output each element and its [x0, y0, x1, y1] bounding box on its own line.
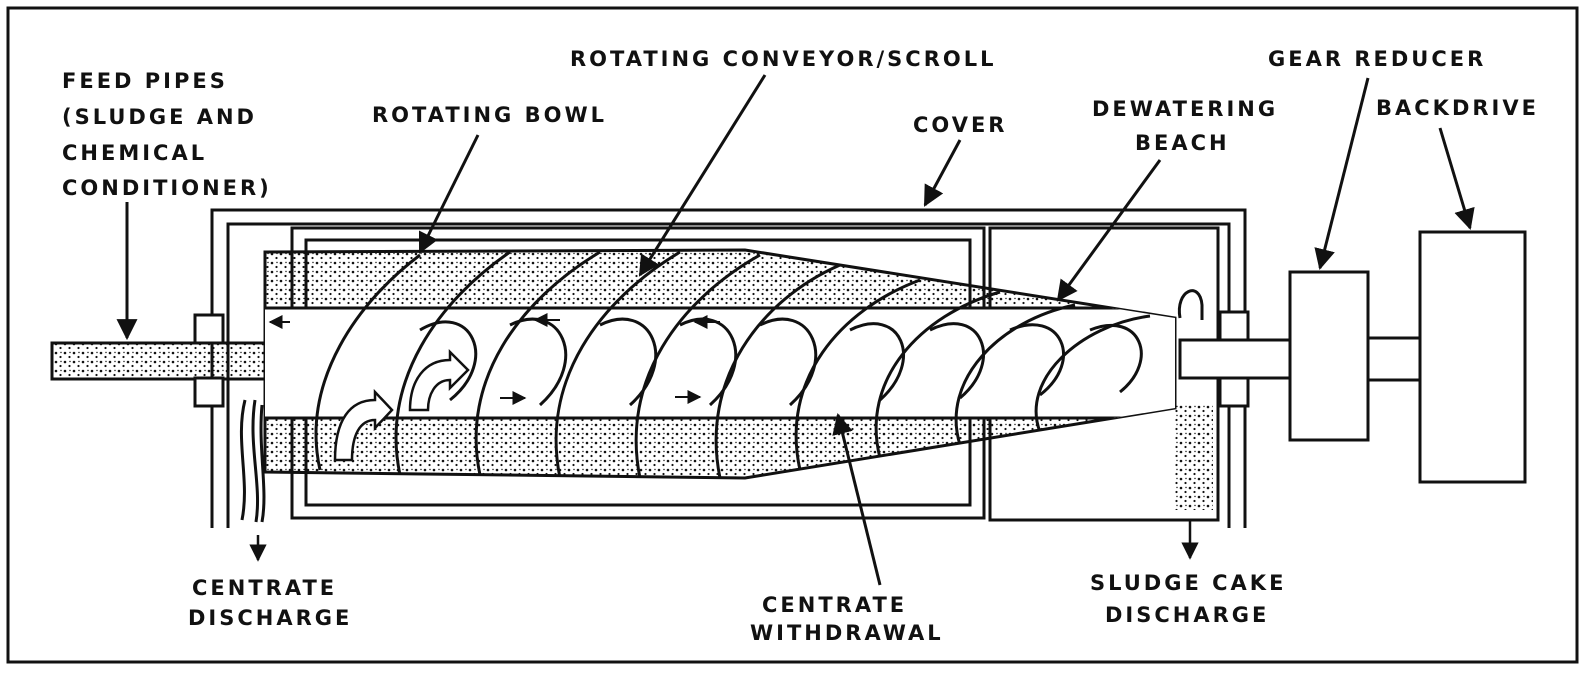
label-centrate-discharge-line2: DISCHARGE [188, 606, 352, 630]
label-centrate-withdrawal-line2: WITHDRAWAL [750, 621, 944, 645]
centrate-stream [239, 399, 267, 562]
sludge-cake-stream [1175, 405, 1213, 560]
label-feed-pipes-line4: CONDITIONER) [62, 176, 272, 200]
label-gear-reducer: GEAR REDUCER [1268, 47, 1486, 71]
gear-reducer-box [1288, 270, 1370, 442]
label-dewatering-line2: BEACH [1135, 131, 1230, 155]
backdrive-box [1418, 230, 1527, 484]
leader-arrows [116, 74, 1475, 586]
label-sludge-cake-line2: DISCHARGE [1105, 603, 1269, 627]
feed-turn-arrows [333, 348, 470, 462]
label-feed-pipes: FEED PIPES (SLUDGE AND CHEMICAL CONDITIO… [62, 69, 272, 200]
label-centrate-withdrawal-line1: CENTRATE [762, 593, 907, 617]
left-bearing [193, 313, 225, 408]
label-rotating-bowl: ROTATING BOWL [372, 103, 607, 127]
rotating-bowl [263, 248, 1177, 480]
label-cover: COVER [913, 113, 1007, 137]
label-backdrive: BACKDRIVE [1376, 96, 1539, 120]
label-sludge-cake-line1: SLUDGE CAKE [1090, 571, 1286, 595]
label-feed-pipes-line2: (SLUDGE AND [62, 105, 257, 129]
label-dewatering-line1: DEWATERING [1092, 97, 1278, 121]
right-shaft [1177, 289, 1423, 408]
label-feed-pipes-line1: FEED PIPES [62, 69, 228, 93]
figure-border [6, 6, 1579, 664]
flow-arrows [268, 313, 720, 405]
conveyor-flights [314, 250, 1151, 478]
label-feed-pipes-line3: CHEMICAL [62, 141, 207, 165]
label-rotating-conveyor: ROTATING CONVEYOR/SCROLL [570, 47, 997, 71]
label-centrate-discharge-line1: CENTRATE [192, 576, 337, 600]
